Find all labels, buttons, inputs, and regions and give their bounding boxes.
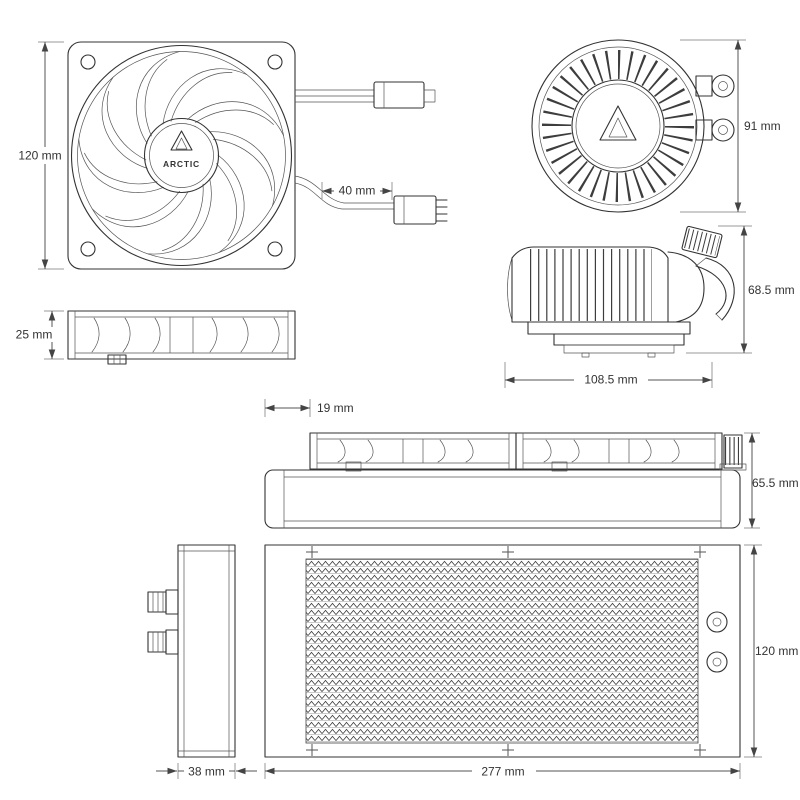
arctic-wordmark: ARCTIC xyxy=(163,159,200,169)
daisy-chain-connector xyxy=(393,195,448,225)
dimension-fan-size: 120 mm xyxy=(16,41,64,270)
dimension-label: 38 mm xyxy=(188,765,225,779)
dimension-label: 68.5 mm xyxy=(748,283,795,297)
dimension-radiator-depth: 38 mm xyxy=(156,763,257,779)
radiator-end-view xyxy=(147,544,236,758)
fan-connector-4pin xyxy=(373,81,436,109)
fan-front-view: ARCTIC xyxy=(66,41,448,272)
dimension-radiator-length: 277 mm xyxy=(264,763,741,779)
radiator-fin-core xyxy=(305,558,699,744)
side-fan-2 xyxy=(515,432,723,472)
radiator-assembly-side-view xyxy=(264,432,747,529)
dimension-label: 120 mm xyxy=(18,149,61,163)
hose-barb-fitting-1 xyxy=(147,589,179,615)
dimension-label: 25 mm xyxy=(16,328,53,342)
pump-side-view xyxy=(507,225,735,358)
dimension-radiator-width: 120 mm xyxy=(744,544,798,758)
arctic-logo-icon xyxy=(599,105,637,141)
fan-screw-holes xyxy=(80,54,283,257)
dimension-label: 19 mm xyxy=(317,401,354,415)
hose-barb-fitting-2 xyxy=(147,629,179,655)
dimension-fan-offset: 19 mm xyxy=(264,399,354,417)
pump-fill-cap xyxy=(681,225,723,259)
radiator-front-view xyxy=(264,544,741,758)
dimension-label: 40 mm xyxy=(339,184,376,198)
dimension-pump-length: 108.5 mm xyxy=(504,362,713,388)
dimension-label: 120 mm xyxy=(755,644,798,658)
dimension-label: 277 mm xyxy=(481,765,524,779)
dimension-label: 65.5 mm xyxy=(752,476,799,490)
dimension-label: 108.5 mm xyxy=(584,373,637,387)
pump-fins xyxy=(542,50,694,202)
fan-cables xyxy=(294,81,448,225)
dimension-pump-diameter: 91 mm xyxy=(680,39,781,213)
arctic-logo-icon xyxy=(170,130,193,151)
fan-cable-stub xyxy=(107,354,127,365)
pump-hoses xyxy=(695,257,735,321)
dimension-assembly-height: 65.5 mm xyxy=(744,432,799,529)
pump-fittings xyxy=(695,74,735,142)
dimension-pump-height: 68.5 mm xyxy=(686,225,795,354)
radiator-ports xyxy=(706,611,728,673)
mounting-screw-marks xyxy=(306,546,706,756)
fill-port-fitting xyxy=(719,434,747,471)
dimension-label: 91 mm xyxy=(744,119,781,133)
fan-side-view xyxy=(67,310,296,365)
dimension-fan-cable: 40 mm xyxy=(321,182,393,200)
pump-top-view xyxy=(531,39,735,213)
side-fan-1 xyxy=(309,432,517,472)
dimension-fan-depth: 25 mm xyxy=(12,310,64,360)
